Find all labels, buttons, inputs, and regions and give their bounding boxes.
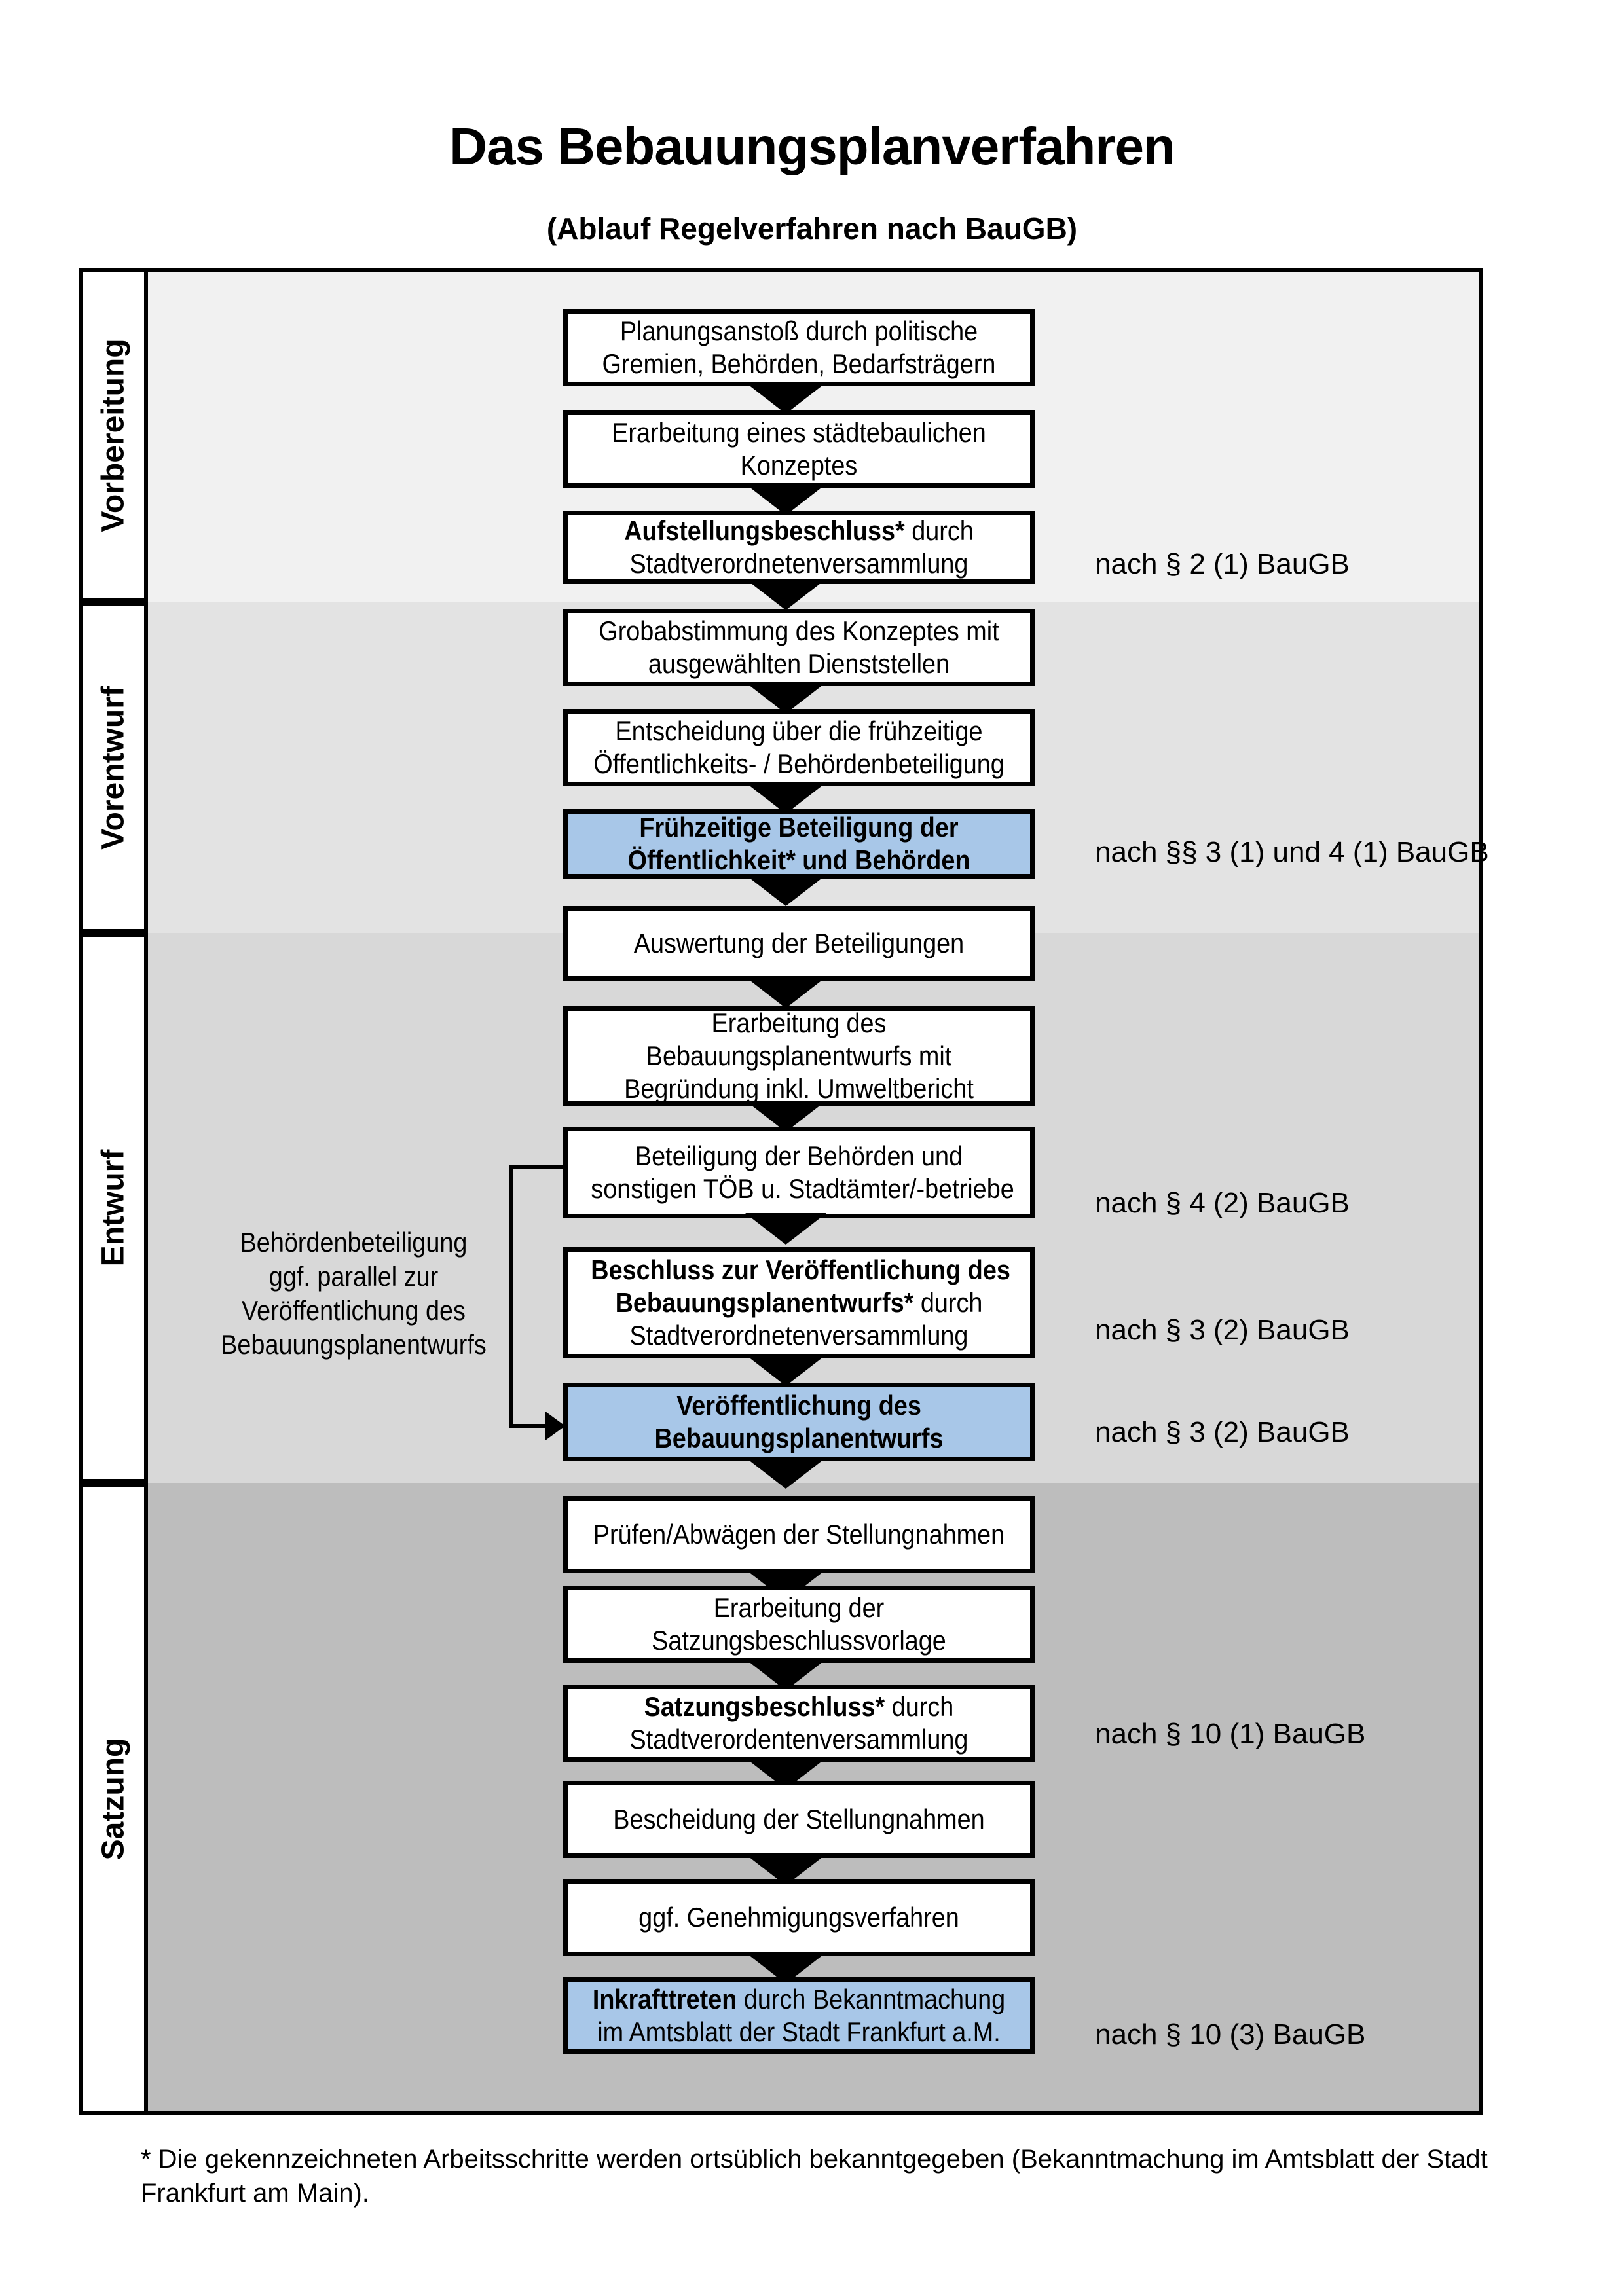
connector-arrowhead-icon (545, 1412, 565, 1440)
box-text-rest: durch (913, 1287, 983, 1318)
flow-box-behoerdenbeteiligung: Beteiligung der Behörden und sonstigen T… (563, 1127, 1035, 1218)
box-text-line: Satzungsbeschlussvorlage (652, 1625, 946, 1656)
legal-reference: nach § 2 (1) BauGB (1095, 548, 1350, 580)
flow-box-fruehzeitige-beteiligung: Frühzeitige Beteiligung der Öffentlichke… (563, 809, 1035, 879)
legal-reference: nach § 3 (2) BauGB (1095, 1416, 1350, 1448)
side-note-line: ggf. parallel zur (268, 1261, 439, 1292)
side-note: Behördenbeteiligung ggf. parallel zur Ve… (157, 1226, 550, 1362)
box-text-rest: durch Bekanntmachung (737, 1983, 1006, 2014)
legal-reference: nach § 10 (1) BauGB (1095, 1718, 1366, 1750)
flow-box-planungsanstoss: Planungsanstoß durch politische Gremien,… (563, 309, 1035, 386)
legal-reference: nach § 10 (3) BauGB (1095, 2018, 1366, 2050)
flow-arrow-down-icon (745, 579, 826, 610)
phase-label-entwurf: Entwurf (96, 1149, 131, 1267)
box-text-bold: Inkrafttreten (592, 1983, 737, 2014)
flow-arrow-down-icon (745, 484, 826, 515)
box-text-line: Veröffentlichung des (676, 1390, 921, 1421)
page-title: Das Bebauungsplanverfahren (449, 117, 1175, 175)
flow-arrow-down-icon (745, 1457, 826, 1489)
box-text-line: Stadtverordentenversammlung (629, 1724, 969, 1755)
box-text-line: Entscheidung über die frühzeitige (615, 716, 983, 746)
flow-box-satzungsbeschlussvorlage: Erarbeitung der Satzungsbeschlussvorlage (563, 1586, 1035, 1663)
flow-arrow-down-icon (745, 782, 826, 814)
box-text-line: Stadtverordnetenversammlung (629, 1320, 969, 1351)
box-text-bold: Aufstellungsbeschluss* (624, 515, 905, 546)
phase-label-vorbereitung: Vorbereitung (96, 338, 131, 532)
box-text-line: Bescheidung der Stellungnahmen (613, 1804, 985, 1834)
box-text-line: Bebauungsplanentwurfs* durch (591, 1286, 1006, 1319)
box-text-line: Erarbeitung des (711, 1008, 887, 1038)
box-text-line: Bebauungsplanentwurfs mit (646, 1040, 952, 1071)
box-text-bold: Satzungsbeschluss* (644, 1691, 885, 1722)
box-text-line: Öffentlichkeit* und Behörden (627, 845, 970, 875)
box-text-line: Grobabstimmung des Konzeptes mit (599, 615, 999, 646)
side-note-line: Behördenbeteiligung (240, 1227, 468, 1258)
flow-arrow-down-icon (745, 1355, 826, 1386)
box-text-bold: Bebauungsplanentwurfs* (615, 1287, 914, 1318)
flow-box-staedtebauliches-konzept: Erarbeitung eines städtebaulichen Konzep… (563, 410, 1035, 488)
box-text-line: Satzungsbeschluss* durch (591, 1690, 1006, 1723)
box-text-line: ausgewählten Dienststellen (648, 648, 950, 679)
connector-line-bottom (513, 1424, 547, 1428)
box-text-line: sonstigen TÖB u. Stadtämter/-betriebe (591, 1173, 1014, 1204)
legal-reference: nach § 4 (2) BauGB (1095, 1187, 1350, 1219)
box-text-line: Öffentlichkeits- / Behördenbeteiligung (593, 748, 1005, 779)
box-text-line: Bebauungsplanentwurfs (654, 1423, 944, 1453)
box-text-line: Prüfen/Abwägen der Stellungnahmen (593, 1519, 1005, 1550)
box-text-line: Begründung inkl. Umweltbericht (624, 1073, 974, 1104)
side-note-line: Bebauungsplanentwurfs (221, 1329, 487, 1360)
box-text-line: Aufstellungsbeschluss* durch (591, 515, 1006, 547)
footnote: * Die gekennzeichneten Arbeitsschritte w… (141, 2142, 1555, 2210)
flow-box-grobabstimmung: Grobabstimmung des Konzeptes mit ausgewä… (563, 609, 1035, 686)
box-text-line: Beteiligung der Behörden und (635, 1140, 963, 1171)
flow-box-entscheidung-beteiligung: Entscheidung über die frühzeitige Öffent… (563, 709, 1035, 786)
flow-arrow-down-icon (745, 977, 826, 1008)
box-text-line: Frühzeitige Beteiligung der (639, 812, 959, 843)
legal-reference: nach §§ 3 (1) und 4 (1) BauGB (1095, 836, 1489, 868)
box-text-line: Gremien, Behörden, Bedarfsträgern (602, 348, 996, 379)
flow-box-auswertung: Auswertung der Beteiligungen (563, 906, 1035, 981)
connector-line-vertical (509, 1165, 513, 1428)
connector-line-top (509, 1165, 563, 1169)
flow-box-genehmigungsverfahren: ggf. Genehmigungsverfahren (563, 1879, 1035, 1956)
box-text-line: Konzeptes (740, 450, 858, 481)
legal-reference: nach § 3 (2) BauGB (1095, 1314, 1350, 1346)
box-text-line: Auswertung der Beteiligungen (633, 928, 965, 958)
footnote-line: * Die gekennzeichneten Arbeitsschritte w… (141, 2145, 1488, 2174)
flow-arrow-down-icon (745, 682, 826, 714)
box-text-line: Stadtverordnetenversammlung (629, 548, 969, 579)
box-text-line: Beschluss zur Veröffentlichung des (591, 1254, 1010, 1286)
box-text-line: Inkrafttreten durch Bekanntmachung (591, 1983, 1006, 2016)
box-text-line: Erarbeitung eines städtebaulichen (612, 417, 986, 448)
flow-box-aufstellungsbeschluss: Aufstellungsbeschluss* durch Stadtverord… (563, 511, 1035, 584)
box-text-bold: Beschluss zur Veröffentlichung des (591, 1254, 1010, 1285)
box-text-rest: durch (904, 515, 974, 546)
box-text-line: Erarbeitung der (713, 1592, 885, 1623)
phase-cell-satzung: Satzung (79, 1483, 148, 2115)
box-text-line: ggf. Genehmigungsverfahren (638, 1902, 959, 1933)
flow-box-pruefen-abwaegen: Prüfen/Abwägen der Stellungnahmen (563, 1496, 1035, 1573)
box-text-line: im Amtsblatt der Stadt Frankfurt a.M. (597, 2016, 1001, 2047)
page-subtitle: (Ablauf Regelverfahren nach BauGB) (546, 211, 1078, 246)
phase-label-vorentwurf: Vorentwurf (96, 685, 131, 850)
phase-cell-entwurf: Entwurf (79, 933, 148, 1483)
flow-arrow-down-icon (745, 1213, 826, 1245)
flow-box-inkrafttreten: Inkrafttreten durch Bekanntmachung im Am… (563, 1977, 1035, 2054)
flow-arrow-down-icon (745, 875, 826, 906)
flow-box-satzungsbeschluss: Satzungsbeschluss* durch Stadtverordente… (563, 1685, 1035, 1762)
flow-box-beschluss-veroeffentlichung: Beschluss zur Veröffentlichung des Bebau… (563, 1247, 1035, 1358)
phase-cell-vorentwurf: Vorentwurf (79, 602, 148, 933)
phase-cell-vorbereitung: Vorbereitung (79, 268, 148, 602)
flow-box-veroeffentlichung-entwurf: Veröffentlichung des Bebauungsplanentwur… (563, 1383, 1035, 1461)
box-text-line: Planungsanstoß durch politische (619, 316, 978, 346)
flow-arrow-down-icon (745, 382, 826, 414)
footnote-line: Frankfurt am Main). (141, 2179, 369, 2208)
side-note-line: Veröffentlichung des (242, 1295, 466, 1326)
flow-box-bescheidung: Bescheidung der Stellungnahmen (563, 1781, 1035, 1858)
phase-label-satzung: Satzung (96, 1738, 131, 1860)
flow-box-erarbeitung-entwurf: Erarbeitung des Bebauungsplanentwurfs mi… (563, 1006, 1035, 1106)
box-text-rest: durch (885, 1691, 954, 1722)
